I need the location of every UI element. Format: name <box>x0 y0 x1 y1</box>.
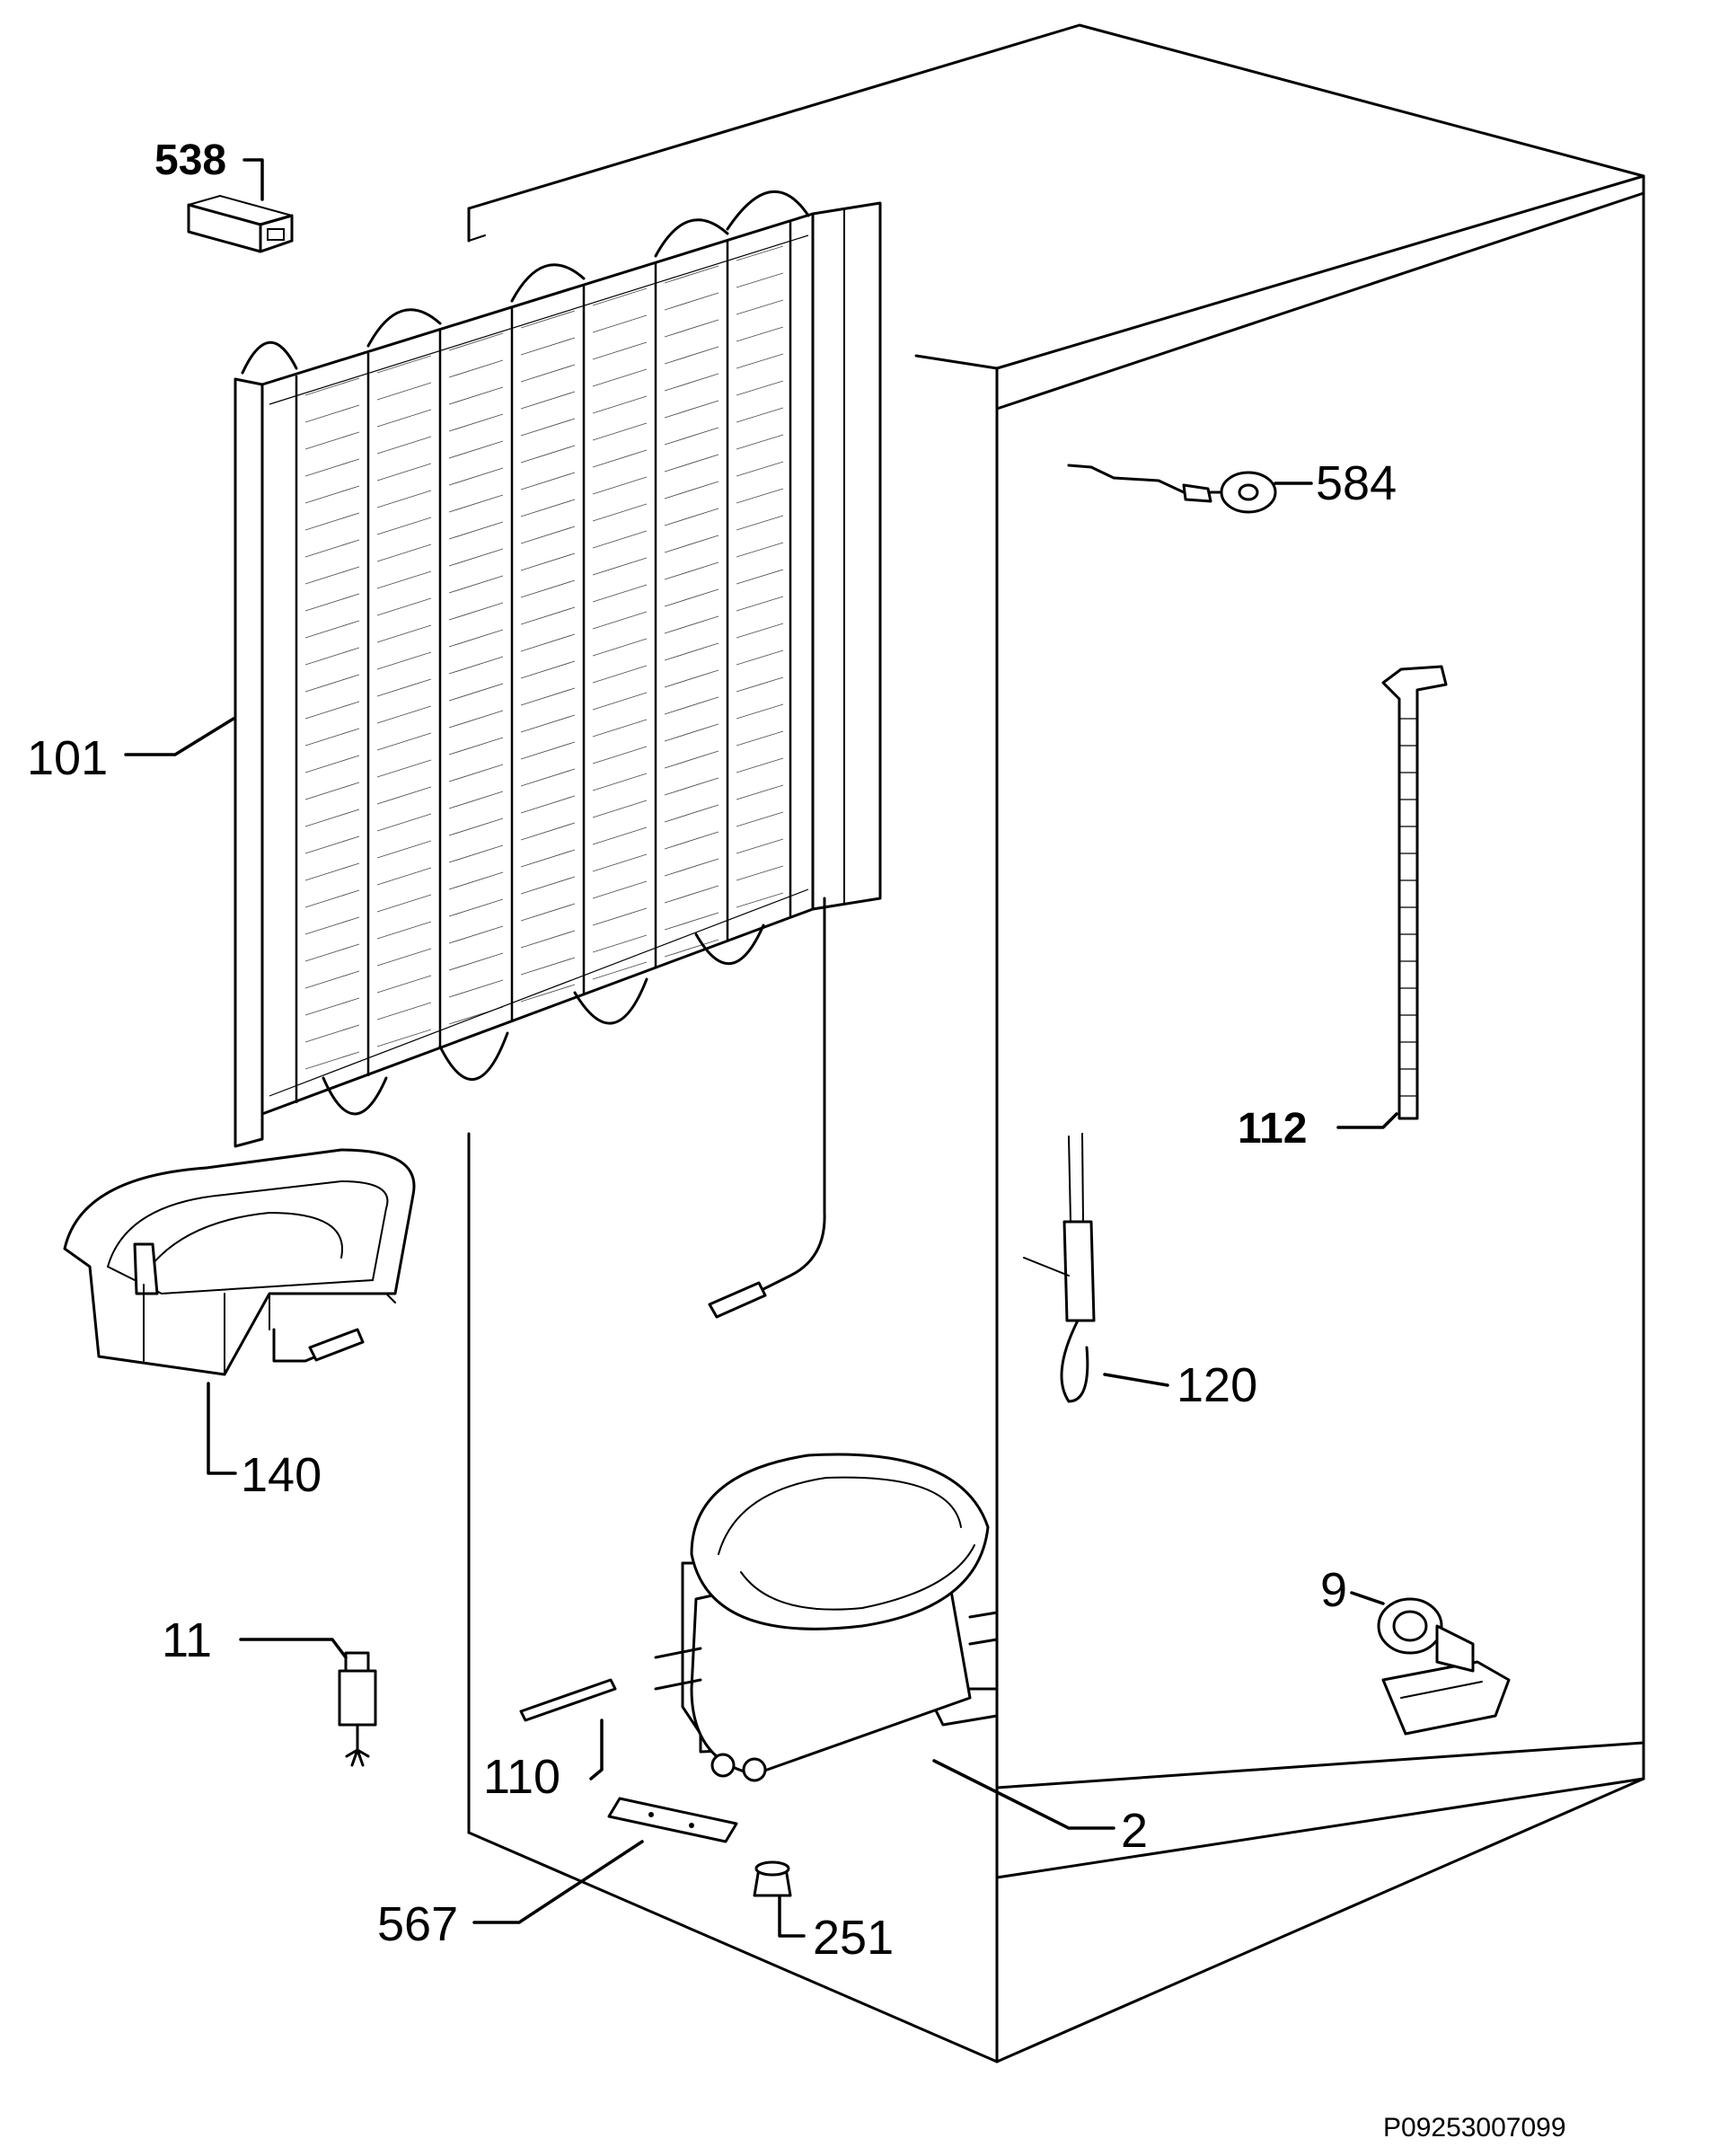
drip-tray <box>63 1148 416 1376</box>
part-label-11: 11 <box>162 1613 212 1667</box>
condenser-coil <box>234 190 882 1319</box>
cable-clamp <box>1377 1597 1511 1736</box>
reference-code: P09253007099 <box>1383 2113 1566 2143</box>
drain-hose <box>1381 665 1448 1120</box>
wiring-loom <box>1023 1133 1096 1403</box>
part-label-140: 140 <box>241 1448 322 1502</box>
leader-lines <box>124 158 1398 1938</box>
cabinet-body <box>467 23 1645 2063</box>
tube-part <box>519 1678 617 1722</box>
sensor-probe <box>1067 464 1277 514</box>
relay-part <box>338 1651 377 1767</box>
compressor <box>654 1453 999 1782</box>
mounting-plate <box>607 1797 738 1843</box>
part-label-9: 9 <box>1320 1563 1347 1617</box>
part-labels: 538 584 101 112 120 140 11 9 110 2 567 2… <box>27 137 1566 2143</box>
grommet-part <box>753 1860 792 1897</box>
connector-part <box>187 194 294 253</box>
part-label-110: 110 <box>483 1750 560 1804</box>
part-label-2: 2 <box>1121 1804 1148 1858</box>
part-label-567: 567 <box>377 1897 458 1951</box>
part-label-538: 538 <box>154 137 226 184</box>
part-label-584: 584 <box>1316 456 1397 510</box>
part-label-120: 120 <box>1177 1358 1257 1412</box>
part-label-112: 112 <box>1238 1105 1307 1153</box>
part-label-101: 101 <box>27 731 108 785</box>
part-label-251: 251 <box>813 1911 894 1965</box>
